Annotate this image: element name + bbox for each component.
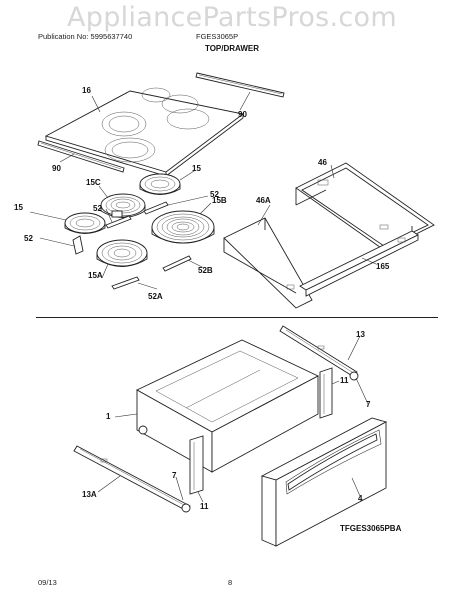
callout-7-right: 7 <box>366 400 371 409</box>
figure-code: TFGES3065PBA <box>340 524 402 533</box>
drawer-box <box>136 339 320 473</box>
callout-52b: 52B <box>198 266 213 275</box>
footer-date: 09/13 <box>38 578 57 587</box>
bracket-52b <box>162 255 192 272</box>
drawer-front <box>260 417 388 547</box>
frame-rail-165 <box>299 226 419 297</box>
element-15a <box>96 239 148 267</box>
callout-15-left: 15 <box>14 203 23 212</box>
bracket-52-upper <box>143 201 169 215</box>
bracket-52-mid <box>105 215 132 229</box>
element-15b <box>151 210 215 244</box>
callout-11-right: 11 <box>340 376 349 385</box>
callout-52-left: 52 <box>24 234 33 243</box>
publication-number: Publication No: 5995637740 <box>38 32 133 41</box>
drawer-slide-13 <box>279 325 359 381</box>
bracket-52-left <box>72 235 84 255</box>
callout-90-left: 90 <box>52 164 61 173</box>
element-15-right <box>139 173 181 195</box>
bracket-11-right <box>319 367 333 419</box>
callout-90-top: 90 <box>238 110 247 119</box>
section-divider <box>36 317 438 318</box>
page-number: 8 <box>228 578 233 587</box>
callout-4: 4 <box>358 494 363 503</box>
bracket-52a <box>111 276 140 290</box>
callout-7-left: 7 <box>172 471 177 480</box>
frame-rail-46 <box>295 162 435 251</box>
section-title: TOP/DRAWER <box>204 44 260 53</box>
callout-46a: 46A <box>256 196 271 205</box>
trim-strip-rear <box>195 72 285 98</box>
callout-15c: 15C <box>86 178 101 187</box>
element-15-left <box>64 212 106 234</box>
leader-lines <box>29 91 377 503</box>
trim-strip-front <box>37 140 125 173</box>
bracket-11-left <box>189 435 204 495</box>
callout-16: 16 <box>82 86 91 95</box>
callout-15a: 15A <box>88 271 103 280</box>
callout-15-right: 15 <box>192 164 201 173</box>
callout-52-mid: 52 <box>93 204 102 213</box>
element-15c <box>100 193 146 218</box>
cooktop-glass <box>44 87 245 177</box>
callout-15b: 15B <box>212 196 227 205</box>
callout-11-left: 11 <box>200 502 209 511</box>
watermark: AppliancePartsPros.com <box>67 2 397 33</box>
drawer-slide-13a <box>73 445 191 513</box>
callout-13a: 13A <box>82 490 97 499</box>
callout-165: 165 <box>376 262 390 271</box>
callout-52a: 52A <box>148 292 163 301</box>
callout-1: 1 <box>106 412 111 421</box>
frame-rail-46a <box>223 217 313 309</box>
callout-52-upper: 52 <box>210 190 219 199</box>
model-number: FGES3065P <box>196 32 239 41</box>
callout-13: 13 <box>356 330 365 339</box>
callout-46: 46 <box>318 158 327 167</box>
